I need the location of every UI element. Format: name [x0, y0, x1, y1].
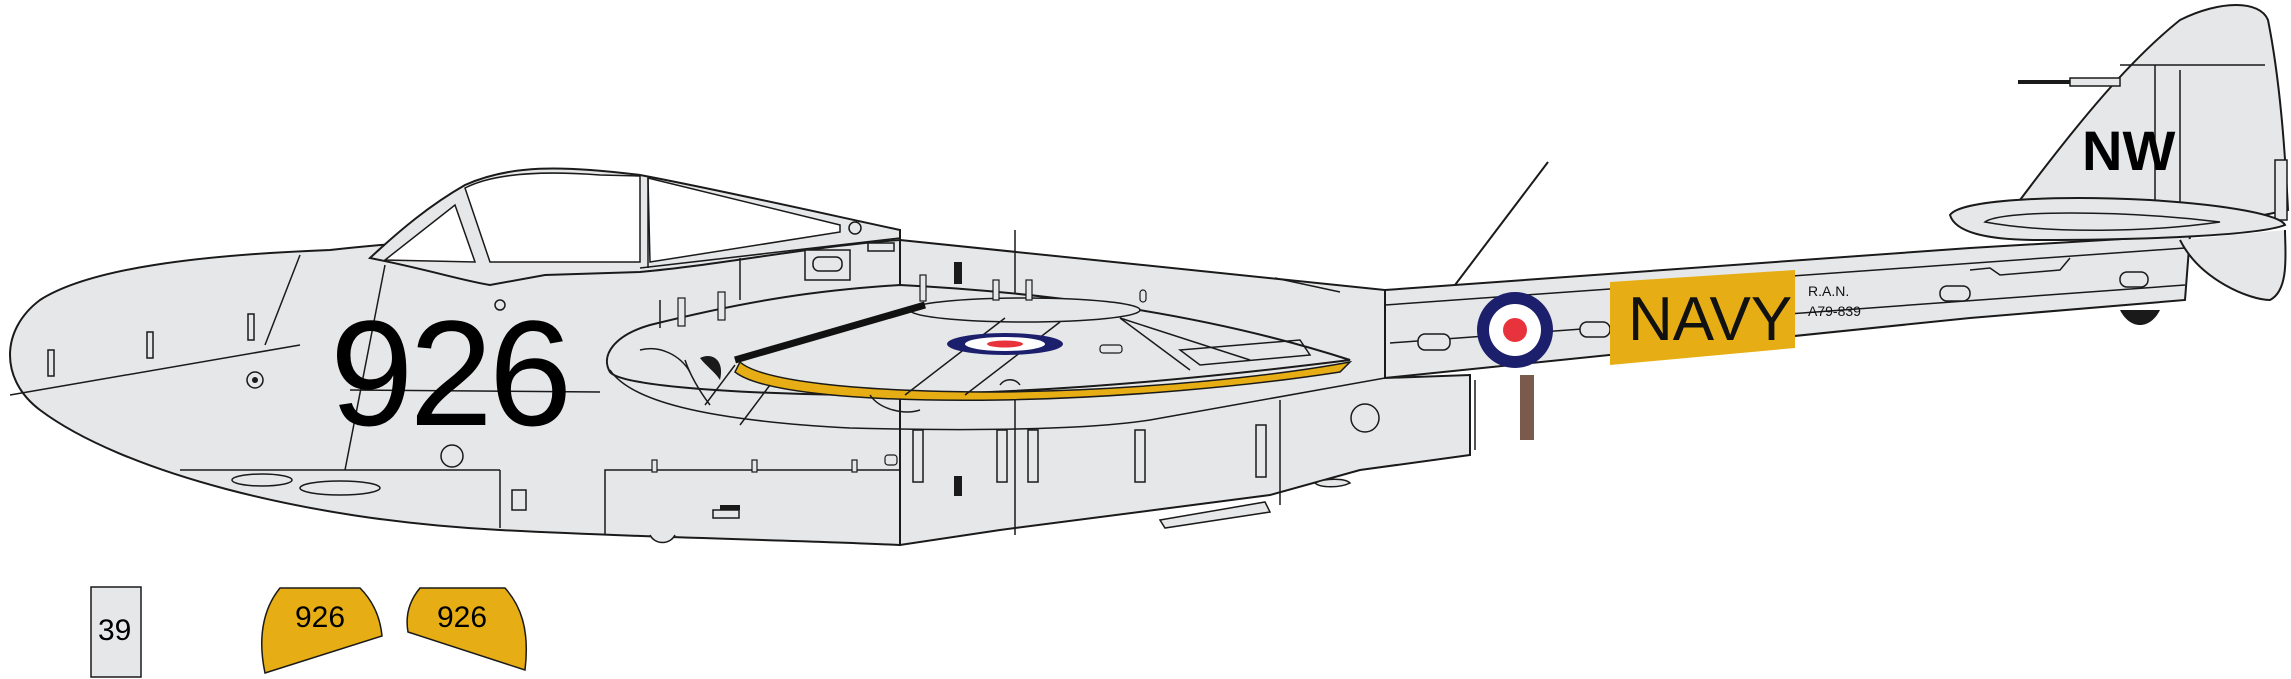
- wing-roundel: [947, 333, 1063, 355]
- yellow-band: [1610, 270, 1795, 365]
- right-decal-panel: [406, 587, 528, 671]
- canopy: [367, 167, 901, 287]
- tailplane: [1948, 197, 2287, 325]
- serial-label: A79-839: [1808, 303, 1861, 319]
- side-code: 926: [330, 289, 568, 457]
- tail-fin: [2018, 4, 2290, 227]
- decal-sheet: 39 926 926: [90, 586, 528, 678]
- boom-roundel: [1477, 292, 1553, 368]
- fin-code: NW: [2082, 119, 2175, 182]
- left-decal-code: 926: [295, 601, 345, 634]
- navy-label: NAVY: [1628, 285, 1792, 354]
- box-number: 39: [98, 614, 131, 647]
- number-box: [90, 586, 142, 678]
- engine-nacelle: [609, 258, 1386, 431]
- right-decal-code: 926: [437, 601, 487, 634]
- navy-band: NAVY: [1610, 270, 1795, 365]
- service-label: R.A.N.: [1808, 283, 1849, 299]
- left-decal-panel: [261, 587, 383, 674]
- boom-panels: [1417, 257, 2149, 351]
